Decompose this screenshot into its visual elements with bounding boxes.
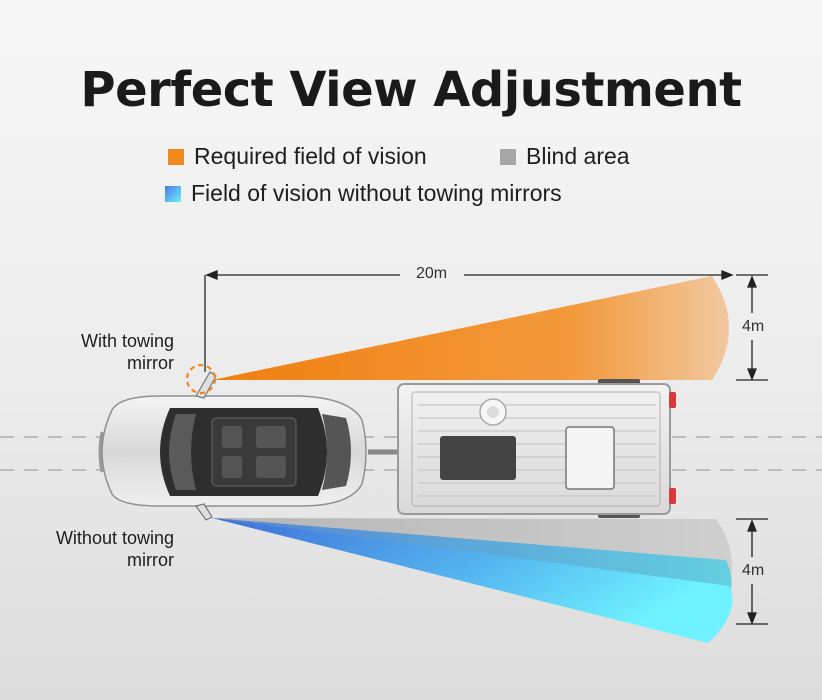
legend-required: Required field of vision	[168, 143, 427, 170]
dimension-width-top	[736, 275, 768, 381]
towing-mirror-highlight	[185, 363, 217, 395]
trailer-roof-vent-inner	[487, 406, 499, 418]
dim-length-label: 20m	[416, 265, 448, 282]
trailer-hatch	[565, 426, 615, 490]
dim-width-bottom-label: 4m	[742, 562, 765, 579]
car	[98, 371, 367, 521]
car-front-grille	[98, 431, 104, 473]
required-field-cone	[212, 276, 729, 380]
dimension-length	[204, 270, 768, 372]
trailer-body	[397, 383, 671, 515]
page-title: Perfect View Adjustment	[80, 62, 742, 118]
without-mirror-cone	[212, 518, 733, 643]
dim-bottom-arrow-up	[747, 519, 757, 532]
trailer-taillight-bottom	[669, 488, 676, 504]
label-with-mirror-line1: With towing	[80, 331, 174, 351]
trailer-roof-panel	[411, 391, 661, 507]
car-rear-window	[322, 414, 351, 490]
standard-mirror	[194, 503, 213, 521]
dim-length-arrow-left	[205, 270, 218, 280]
legend-swatch-blind	[500, 148, 516, 165]
trailer-skylight	[440, 436, 516, 480]
legend-label-required: Required field of vision	[194, 143, 427, 169]
dim-width-top-label: 4m	[742, 318, 765, 335]
dim-bottom-arrow-down	[747, 612, 757, 625]
trailer	[368, 379, 676, 518]
car-windshield	[169, 414, 196, 490]
legend-swatch-required	[168, 148, 184, 165]
car-seats	[222, 426, 286, 478]
dim-length-arrow-right	[721, 270, 734, 280]
label-without-mirror-line2: mirror	[127, 550, 174, 570]
legend-label-blind: Blind area	[526, 143, 630, 169]
dim-top-arrow-up	[747, 275, 757, 288]
trailer-taillight-top	[669, 392, 676, 408]
label-without-mirror: Without towing mirror	[30, 527, 174, 571]
dimension-width-bottom	[736, 518, 768, 625]
label-with-mirror-line2: mirror	[127, 353, 174, 373]
label-without-mirror-line1: Without towing	[55, 528, 174, 548]
legend-blind: Blind area	[500, 143, 630, 170]
dim-top-arrow-down	[747, 368, 757, 381]
legend-swatch-without	[165, 185, 181, 202]
legend-without: Field of vision without towing mirrors	[165, 180, 562, 207]
towing-mirror	[195, 371, 217, 399]
legend-label-without: Field of vision without towing mirrors	[191, 180, 562, 206]
label-with-mirror: With towing mirror	[40, 330, 174, 374]
